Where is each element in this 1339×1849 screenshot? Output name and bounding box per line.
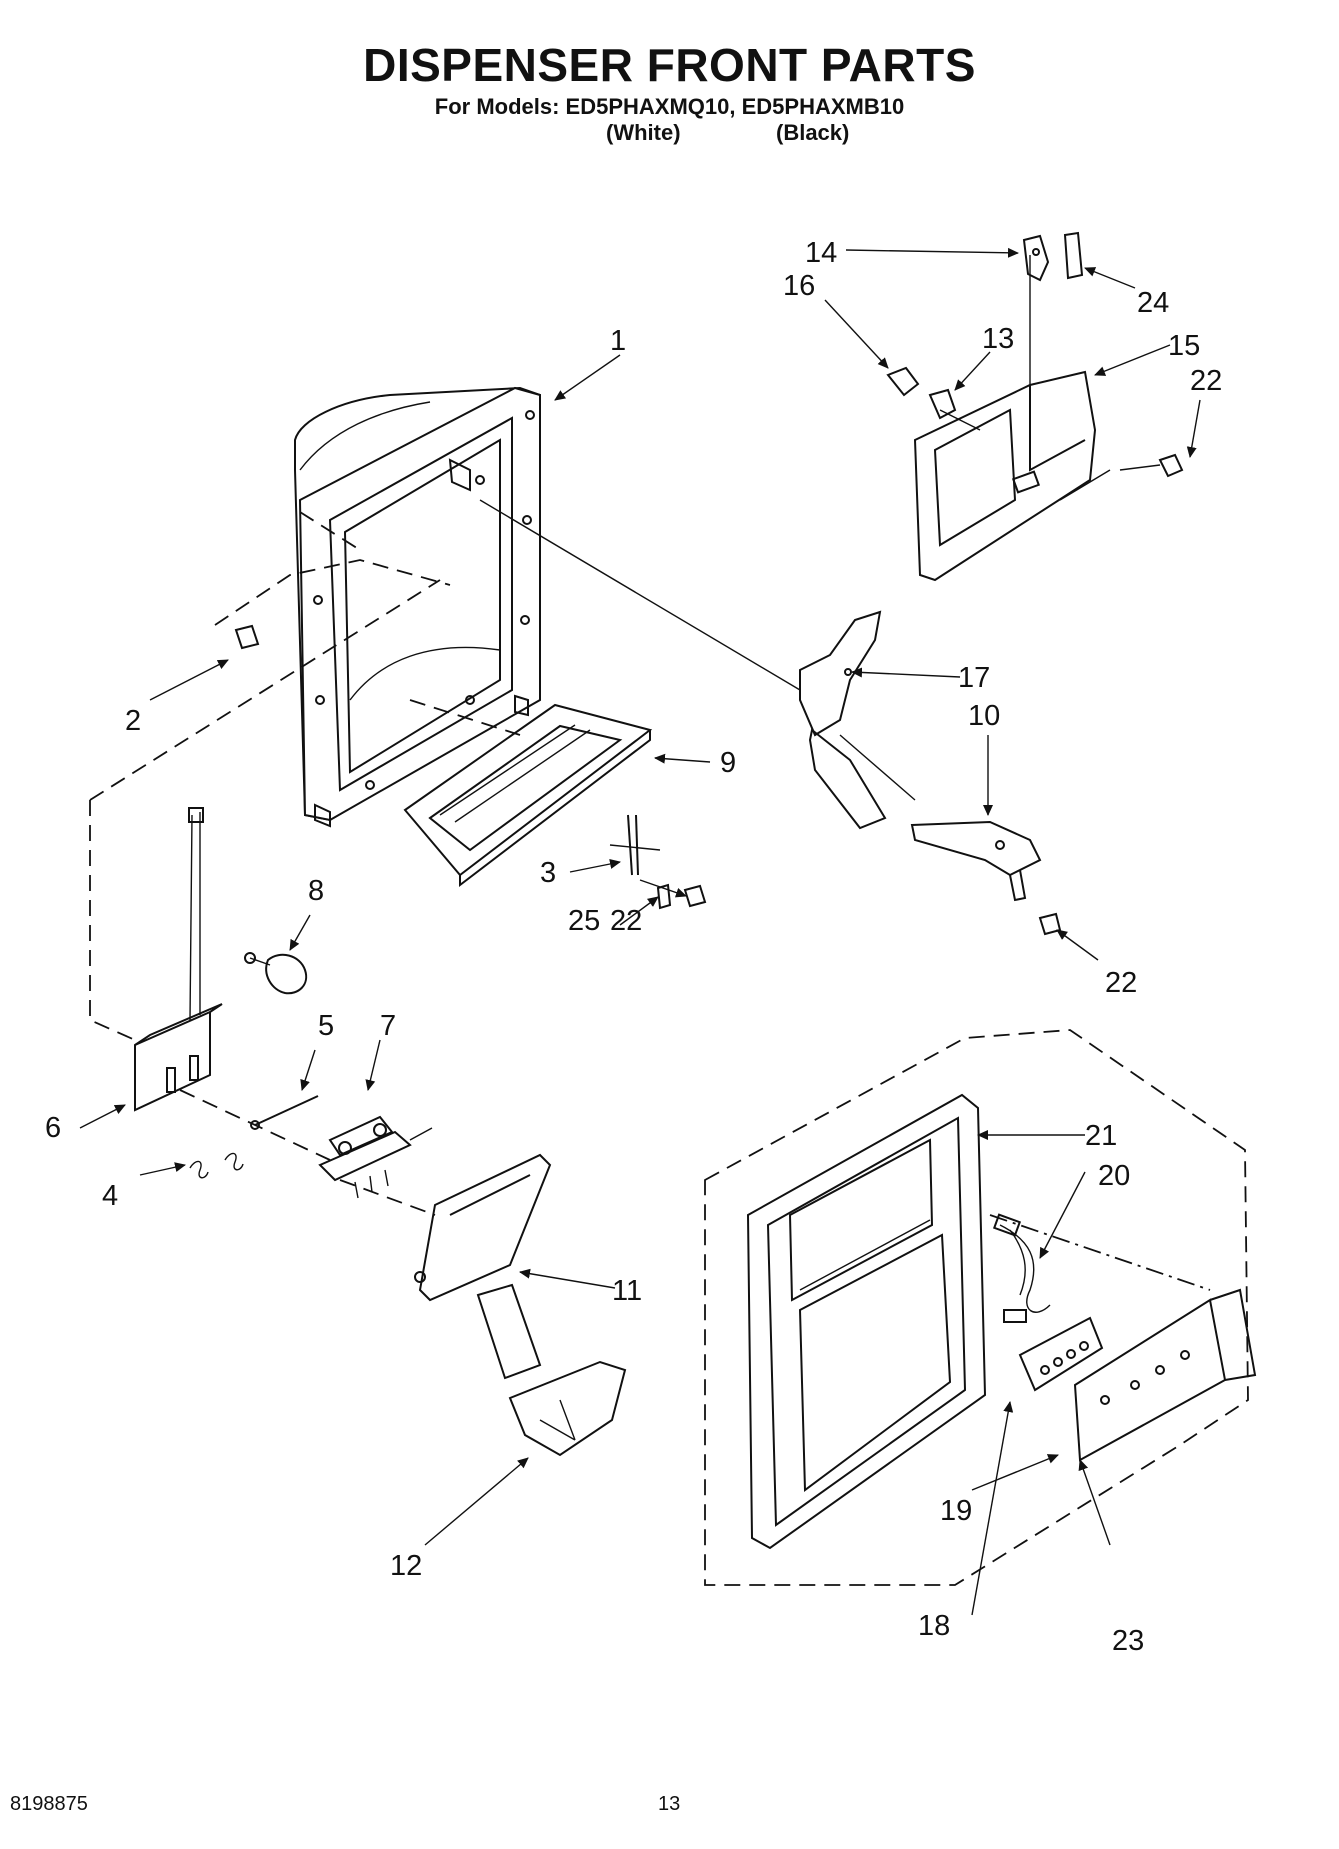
callout-16: 16	[783, 270, 815, 302]
part-7-hinge	[318, 1115, 433, 1199]
part-21-front-panel	[746, 1093, 987, 1550]
part-13-socket	[928, 388, 957, 420]
part-22-screw-right	[1038, 912, 1062, 936]
models-subtitle: For Models: ED5PHAXMQ10, ED5PHAXMB10	[434, 94, 905, 119]
callout-22-right: 22	[1105, 967, 1137, 999]
part-8-solenoid	[244, 952, 308, 995]
callout-7: 7	[380, 1010, 396, 1042]
callout-1: 1	[610, 325, 626, 357]
part-10-lever	[910, 820, 1042, 902]
callout-19: 19	[940, 1495, 972, 1527]
part-3-clip	[609, 814, 661, 876]
callout-24: 24	[1137, 287, 1169, 319]
part-17-actuator	[799, 610, 887, 830]
callout-14: 14	[805, 237, 837, 269]
callout-13: 13	[982, 323, 1014, 355]
part-5-pin	[250, 1095, 319, 1130]
callout-15: 15	[1168, 330, 1200, 362]
document-number: 8198875	[10, 1793, 88, 1815]
leader-arrows	[79, 247, 1201, 1616]
part-25-clip	[656, 883, 672, 910]
callout-12: 12	[390, 1550, 422, 1582]
callout-labels: 1 2 3 4 5 6 7 8 9 10 11 12 13 14 15 16 1…	[45, 237, 1222, 1657]
part-18-control-board	[1018, 1316, 1104, 1392]
part-24-insulator	[1063, 231, 1084, 280]
callout-20: 20	[1098, 1160, 1130, 1192]
part-4-springs	[189, 1152, 244, 1179]
part-11-chute	[414, 1153, 552, 1380]
callout-2: 2	[125, 705, 141, 737]
callout-11: 11	[612, 1275, 642, 1307]
part-2-screw	[234, 624, 260, 650]
part-15-bracket	[913, 370, 1111, 582]
part-20-harness	[992, 1213, 1051, 1323]
callout-22-mid: 22	[610, 905, 642, 937]
part-14-switch	[1022, 234, 1050, 282]
part-16-bulb	[886, 366, 920, 397]
part-23-assembly-outline	[704, 1029, 1249, 1586]
part-1-housing	[294, 386, 542, 828]
callout-10: 10	[968, 700, 1000, 732]
page-title: DISPENSER FRONT PARTS	[363, 39, 976, 91]
callout-9: 9	[720, 747, 736, 779]
variant-white-label: (White)	[606, 120, 681, 145]
callout-3: 3	[540, 857, 556, 889]
callout-23: 23	[1112, 1625, 1144, 1657]
part-22-screw-top	[1119, 453, 1184, 478]
callout-6: 6	[45, 1112, 61, 1144]
callout-22-top: 22	[1190, 365, 1222, 397]
callout-21: 21	[1085, 1120, 1117, 1152]
variant-black-label: (Black)	[776, 120, 850, 145]
callout-25: 25	[568, 905, 600, 937]
page-number: 13	[658, 1793, 681, 1815]
callout-8: 8	[308, 875, 324, 907]
part-22-screw-mid	[683, 884, 707, 908]
part-9-drip-tray	[403, 703, 653, 888]
callout-5: 5	[318, 1010, 334, 1042]
callout-17: 17	[958, 662, 990, 694]
part-6-module	[134, 807, 223, 1112]
assembly-lines	[89, 255, 1211, 1291]
part-19-overlay	[1073, 1288, 1257, 1462]
callout-18: 18	[918, 1610, 950, 1642]
part-12-cup	[508, 1360, 627, 1457]
callout-4: 4	[102, 1180, 118, 1212]
